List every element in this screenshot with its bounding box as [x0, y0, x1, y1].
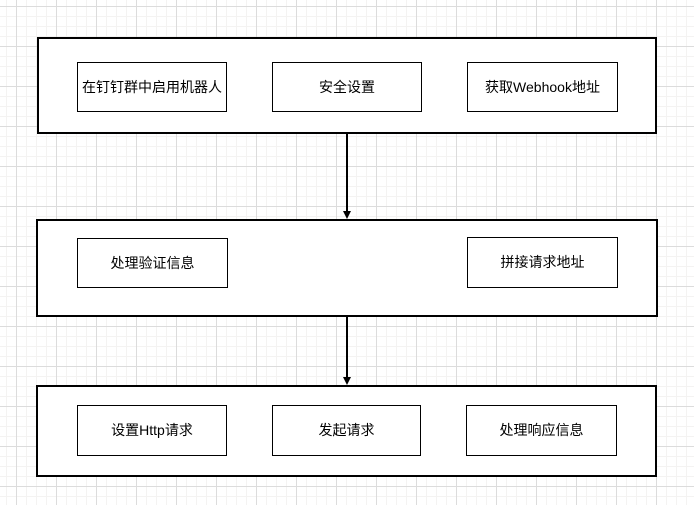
node-label: 设置Http请求	[111, 422, 193, 439]
arrow-down-icon	[343, 377, 351, 385]
node-send-request[interactable]: 发起请求	[272, 405, 421, 456]
node-handle-response[interactable]: 处理响应信息	[466, 405, 617, 456]
connector-stage2-stage3[interactable]	[343, 317, 351, 385]
arrow-down-icon	[343, 211, 351, 219]
node-enable-bot[interactable]: 在钉钉群中启用机器人	[77, 62, 227, 112]
node-process-verification[interactable]: 处理验证信息	[77, 238, 228, 288]
node-label: 发起请求	[318, 422, 375, 439]
node-label: 处理验证信息	[110, 254, 195, 271]
node-label: 安全设置	[319, 78, 375, 95]
connector-stage1-stage2[interactable]	[343, 134, 351, 219]
node-set-http-request[interactable]: 设置Http请求	[77, 405, 227, 456]
node-get-webhook-url[interactable]: 获取Webhook地址	[467, 62, 618, 112]
node-build-request-url[interactable]: 拼接请求地址	[467, 237, 618, 288]
node-label: 拼接请求地址	[500, 254, 585, 271]
node-security-settings[interactable]: 安全设置	[272, 62, 422, 112]
node-label: 获取Webhook地址	[485, 78, 600, 95]
node-label: 处理响应信息	[499, 422, 584, 439]
node-label: 在钉钉群中启用机器人	[82, 78, 222, 95]
